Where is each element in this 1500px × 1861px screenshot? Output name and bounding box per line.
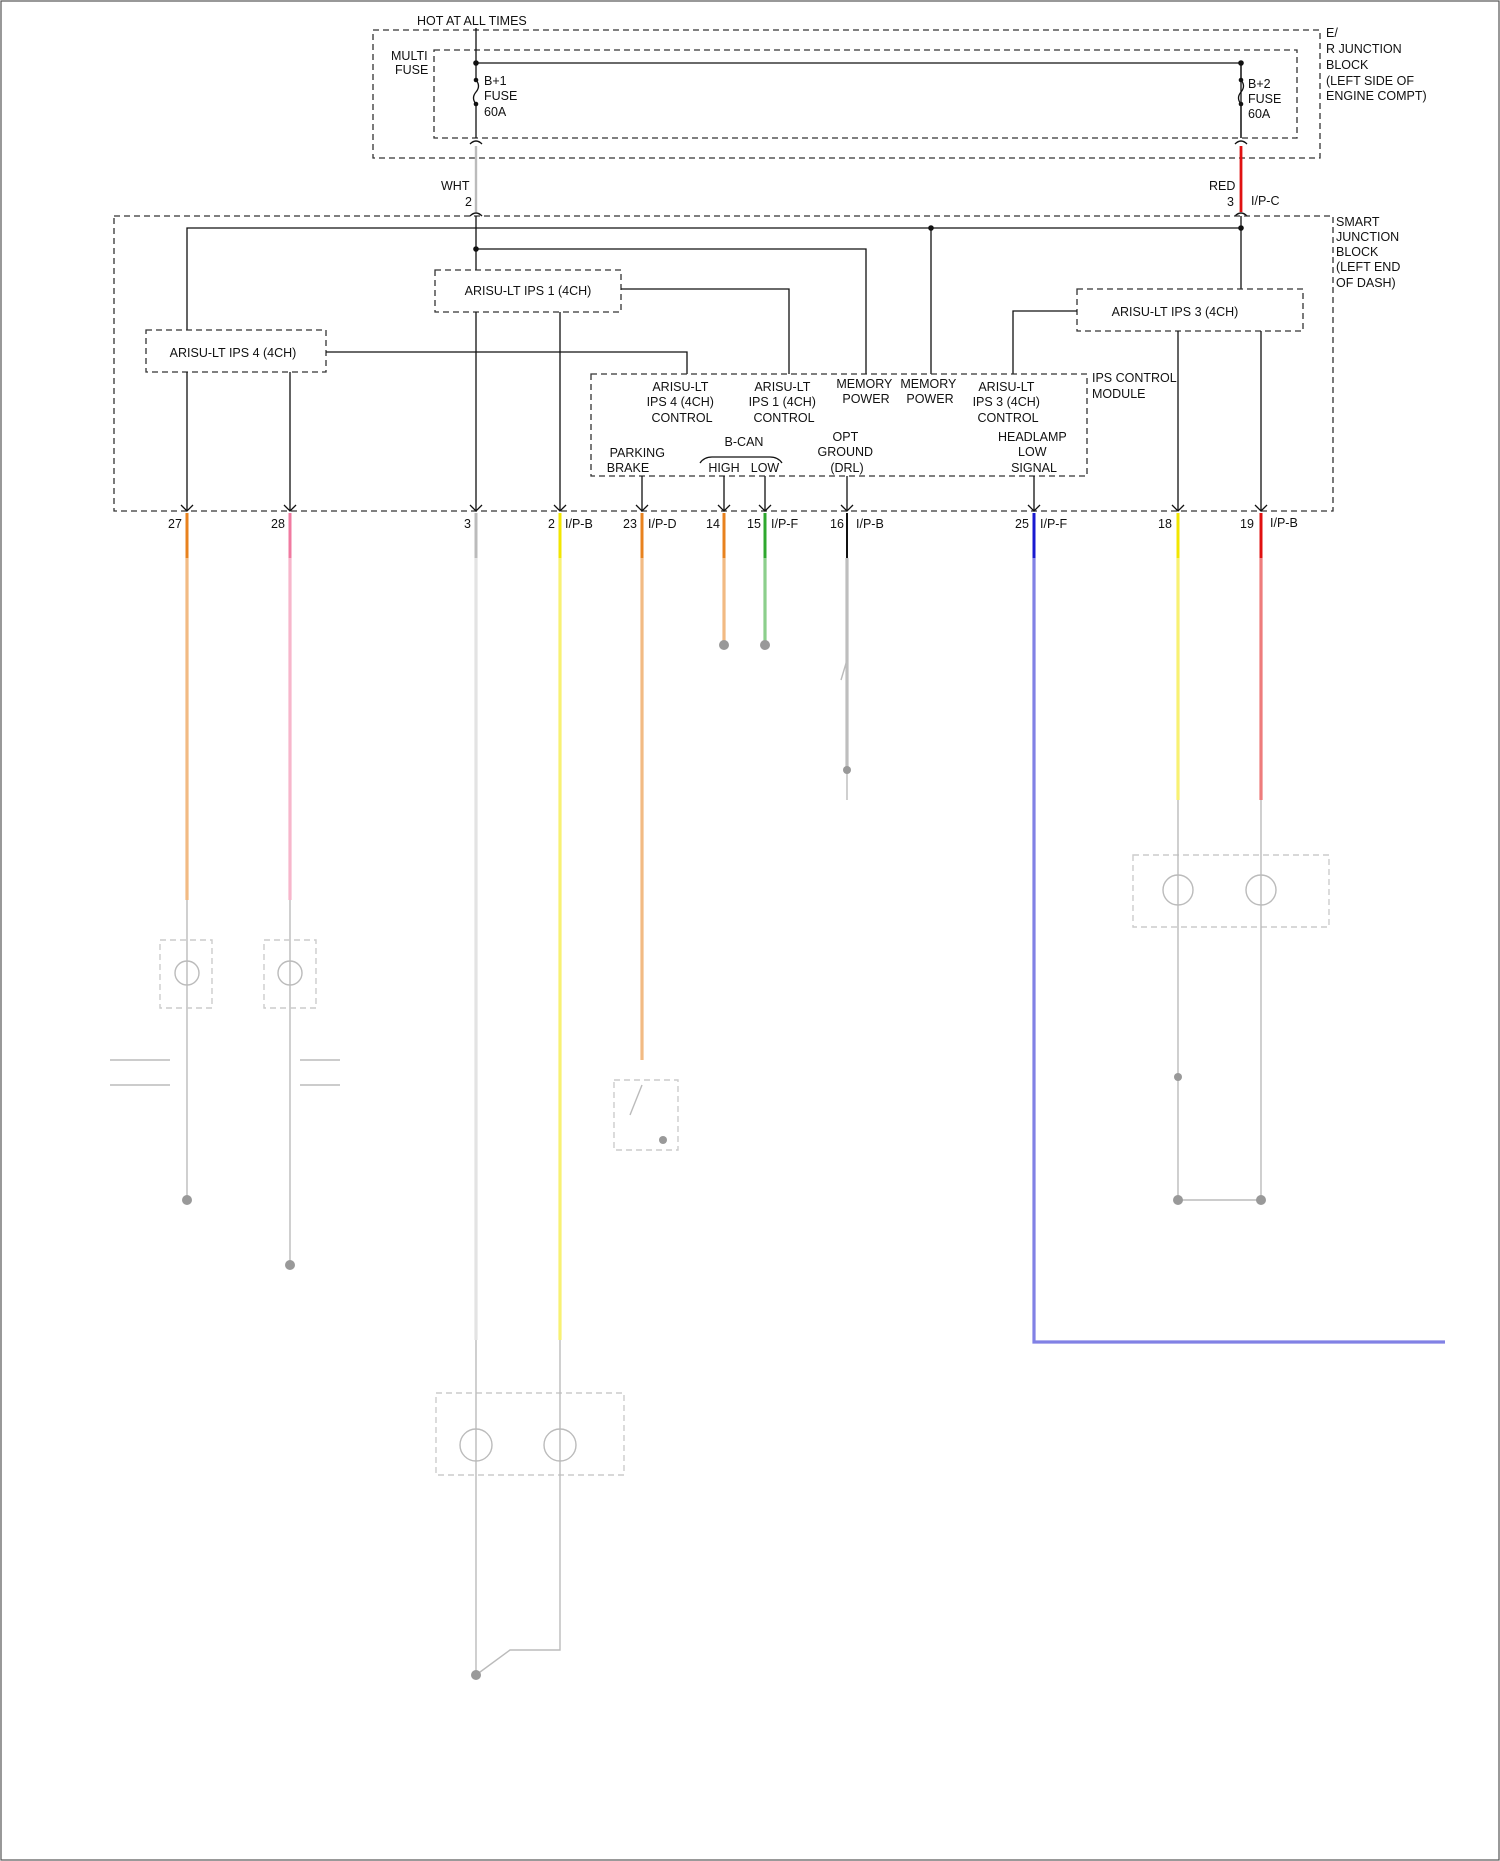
pin-27-num: 27: [168, 517, 182, 531]
pin-25-conn: I/P-F: [1040, 517, 1067, 531]
junction-dot: [1238, 225, 1244, 231]
lower-blurred-region: [110, 558, 1445, 1680]
memory-power-2-label: MEMORY POWER: [900, 377, 959, 406]
pin-14-num: 14: [706, 517, 720, 531]
pin-25-num: 25: [1015, 517, 1029, 531]
ips-control-module-label: IPS CONTROL MODULE: [1092, 371, 1180, 401]
conn-ipc-label: I/P-C: [1251, 194, 1279, 208]
b1-fuse-symbol: [474, 63, 479, 138]
pin-28-num: 28: [271, 517, 285, 531]
bcan-label: B-CAN: [725, 435, 764, 449]
memory-power-1-label: MEMORY POWER: [836, 377, 895, 406]
hot-bus-wire: [476, 28, 1241, 138]
ctrl-ips4-label: ARISU-LT IPS 4 (4CH) CONTROL: [647, 380, 718, 425]
bcan-high-label: HIGH: [708, 461, 739, 475]
ips3-label: ARISU-LT IPS 3 (4CH): [1112, 305, 1239, 319]
headlamp-low-label: HEADLAMP LOW SIGNAL: [998, 430, 1070, 475]
ips4-control-wire: [326, 352, 687, 374]
ctrl-ips1-label: ARISU-LT IPS 1 (4CH) CONTROL: [749, 380, 820, 425]
pin-3-num: 3: [464, 517, 471, 531]
ips1-label: ARISU-LT IPS 1 (4CH): [465, 284, 592, 298]
pin-19-num: 19: [1240, 517, 1254, 531]
blur-wire-blue: [1034, 558, 1445, 1342]
connector-symbol: [470, 141, 482, 144]
junction-dot: [474, 78, 479, 83]
ips3-control-wire: [1013, 311, 1077, 374]
hot-at-all-times-label: HOT AT ALL TIMES: [417, 14, 527, 28]
pin-23-num: 23: [623, 517, 637, 531]
pin-2-conn: I/P-B: [565, 517, 593, 531]
er-junction-label: E/ R JUNCTION BLOCK (LEFT SIDE OF ENGINE…: [1326, 26, 1427, 103]
pin-15-conn: I/P-F: [771, 517, 798, 531]
junction-dot: [1239, 78, 1244, 83]
bcan-low-label: LOW: [751, 461, 780, 475]
pin-19-conn: I/P-B: [1270, 516, 1298, 530]
opt-ground-label: OPT GROUND (DRL): [817, 430, 876, 475]
red-label: RED: [1209, 179, 1235, 193]
ctrl-ips3-label: ARISU-LT IPS 3 (4CH) CONTROL: [973, 380, 1044, 425]
pin-16-num: 16: [830, 517, 844, 531]
pin-2-num: 2: [548, 517, 555, 531]
internal-bus-wire: [187, 228, 1241, 330]
pin-3-label: 3: [1227, 195, 1234, 209]
pin-2-label: 2: [465, 195, 472, 209]
connector-symbol: [1235, 141, 1247, 144]
ips1-control-wire: [621, 289, 789, 374]
junction-dot: [928, 225, 934, 231]
ips4-label: ARISU-LT IPS 4 (4CH): [170, 346, 297, 360]
junction-dot: [474, 102, 479, 107]
junction-dot: [1239, 102, 1244, 107]
b1-fuse-label: B+1 FUSE 60A: [484, 74, 521, 119]
b2-fuse-label: B+2 FUSE 60A: [1248, 77, 1285, 121]
parking-brake-label: PARKING BRAKE: [607, 446, 669, 475]
pin-18-num: 18: [1158, 517, 1172, 531]
pin-15-num: 15: [747, 517, 761, 531]
smart-junction-label: SMART JUNCTION BLOCK (LEFT END OF DASH): [1336, 215, 1404, 290]
multi-fuse-label: MULTI FUSE: [391, 49, 431, 77]
pin-23-conn: I/P-D: [648, 517, 676, 531]
wht-label: WHT: [441, 179, 470, 193]
pin-16-conn: I/P-B: [856, 517, 884, 531]
